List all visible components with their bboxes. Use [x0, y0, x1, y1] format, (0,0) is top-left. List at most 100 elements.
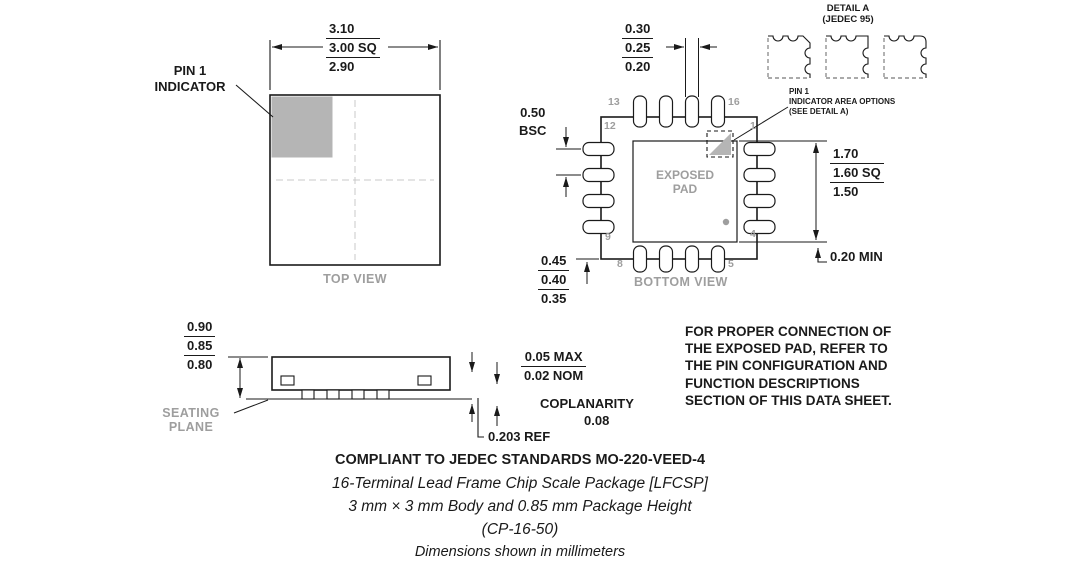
- top-view-drawing: [235, 40, 441, 266]
- dim-terminal-width-max: 0.30: [625, 21, 651, 36]
- dim-standoff-nom: 0.02 NOM: [521, 366, 587, 385]
- exposed-pad-note-line5: SECTION OF THIS DATA SHEET.: [685, 392, 892, 408]
- exposed-pad-note-line3: THE PIN CONFIGURATION AND: [685, 358, 888, 374]
- dim-exposed-pad-max: 1.70: [833, 146, 859, 161]
- exposed-pad-outline: [632, 140, 738, 243]
- dim-height-lines: [228, 356, 268, 398]
- pin-number-5: 5: [728, 258, 734, 270]
- dim-body-lines: [269, 40, 441, 90]
- pin1-area-note-line2: INDICATOR AREA OPTIONS: [789, 97, 896, 106]
- exposed-pad-label-line1: EXPOSED: [655, 168, 715, 182]
- exposed-pad-note-line4: FUNCTION DESCRIPTIONS: [685, 375, 860, 391]
- dim-terminal-width-nom: 0.25: [622, 38, 654, 57]
- pin1-indicator-leader: [235, 84, 274, 118]
- pin1-chamfer-triangle: [709, 133, 731, 155]
- detail-corner-option-3: [884, 35, 927, 78]
- dim-terminal-length-lines: [576, 258, 599, 284]
- pin1-indicator-label-line1: PIN 1: [173, 63, 207, 78]
- dim-terminal-width-min: 0.20: [622, 57, 654, 76]
- dim-terminal-length-max: 0.45: [541, 253, 567, 268]
- dim-body: 3.10 3.00 SQ 2.90: [326, 20, 380, 76]
- pin-number-8: 8: [617, 258, 623, 270]
- dim-pitch: 0.50 BSC: [516, 104, 549, 140]
- exposed-pad-label-line2: PAD: [672, 182, 698, 197]
- detail-a-title: DETAIL A (JEDEC 95): [800, 3, 896, 25]
- dim-terminal-length-min: 0.35: [538, 289, 570, 308]
- dim-exposed-pad-min: 1.50: [830, 182, 884, 201]
- pin1-area-dashed-box: [706, 130, 734, 158]
- pin1-area-note-line3: (SEE DETAIL A): [789, 107, 849, 116]
- jedec-compliance-text: COMPLIANT TO JEDEC STANDARDS MO-220-VEED…: [334, 452, 706, 468]
- dim-lead-thickness-leader: [477, 398, 484, 438]
- terminal-pads-right: [743, 141, 776, 235]
- seating-plane-label-line1: SEATING: [162, 406, 220, 420]
- pin-number-4: 4: [750, 228, 756, 240]
- dimensions-unit-note: Dimensions shown in millimeters: [414, 544, 626, 560]
- dim-height-nom: 0.85: [184, 336, 216, 355]
- detail-corner-option-1: [768, 35, 811, 78]
- terminal-pads-bottom: [632, 245, 726, 273]
- detail-a-title-line2: (JEDEC 95): [822, 14, 874, 25]
- dim-terminal-width: 0.30 0.25 0.20: [622, 20, 654, 76]
- detail-a-drawing: [767, 35, 927, 79]
- dim-terminal-length-nom: 0.40: [538, 270, 570, 289]
- seating-plane-label: SEATING PLANE: [152, 406, 230, 434]
- dim-pitch-lines: [556, 127, 581, 197]
- footer-block: COMPLIANT TO JEDEC STANDARDS MO-220-VEED…: [140, 452, 900, 565]
- seating-plane-leader: [233, 399, 269, 414]
- dim-standoff-max: 0.05 MAX: [524, 349, 583, 364]
- dim-standoff-lines: [469, 352, 500, 426]
- package-title: 16-Terminal Lead Frame Chip Scale Packag…: [332, 475, 708, 492]
- pin-number-16: 16: [728, 96, 740, 108]
- dim-height-max: 0.90: [187, 319, 213, 334]
- dim-lead-thickness: 0.203 REF: [488, 429, 551, 444]
- pin1-indicator-square: [271, 96, 333, 158]
- exposed-pad-label: EXPOSED PAD: [645, 168, 725, 197]
- dim-exposed-pad: 1.70 1.60 SQ 1.50: [830, 145, 884, 201]
- exposed-pad-note-line2: THE EXPOSED PAD, REFER TO: [685, 341, 888, 357]
- dim-height-min: 0.80: [184, 355, 216, 374]
- detail-corner-option-1-dashed: [767, 38, 810, 79]
- dim-height: 0.90 0.85 0.80: [184, 318, 216, 374]
- dim-pitch-qualifier: BSC: [519, 123, 547, 138]
- package-body-size: 3 mm × 3 mm Body and 0.85 mm Package Hei…: [348, 498, 692, 515]
- pin1-area-leader: [733, 106, 789, 141]
- seating-plane-label-line2: PLANE: [168, 420, 214, 434]
- exposed-pad-note-line1: FOR PROPER CONNECTION OF: [685, 324, 892, 339]
- pin1-area-note: PIN 1 INDICATOR AREA OPTIONS (SEE DETAIL…: [789, 87, 895, 117]
- dim-exposed-pad-lines: [739, 140, 827, 243]
- detail-a-title-line1: DETAIL A: [826, 3, 870, 14]
- side-view-drawing: [228, 352, 500, 438]
- coplanarity-label: COPLANARITY: [540, 396, 634, 411]
- pin1-area-note-line1: PIN 1: [789, 87, 810, 96]
- terminal-pads-left: [582, 141, 615, 235]
- detail-corner-option-2: [826, 35, 869, 78]
- pin-number-1: 1: [750, 120, 756, 132]
- dim-pad-clearance-leader: [815, 248, 827, 263]
- pin-number-9: 9: [605, 231, 611, 243]
- pad-orientation-dot: [722, 218, 730, 226]
- dim-body-min: 2.90: [326, 57, 380, 76]
- dim-terminal-length: 0.45 0.40 0.35: [538, 252, 570, 308]
- exposed-pad-note: FOR PROPER CONNECTION OF THE EXPOSED PAD…: [685, 323, 892, 409]
- dim-pad-clearance: 0.20 MIN: [830, 249, 883, 264]
- top-view-label: TOP VIEW: [323, 272, 387, 286]
- dim-exposed-pad-nom: 1.60 SQ: [830, 163, 884, 182]
- side-view-terminals: [280, 375, 432, 400]
- detail-corner-option-2-dashed: [825, 38, 868, 79]
- pin-number-12: 12: [604, 120, 616, 132]
- dim-terminal-width-lines: [666, 38, 717, 97]
- dim-body-nom: 3.00 SQ: [326, 38, 380, 57]
- dim-pitch-value: 0.50: [520, 105, 546, 120]
- package-code: (CP-16-50): [481, 521, 559, 538]
- dim-body-max: 3.10: [329, 21, 355, 36]
- pin-number-13: 13: [608, 96, 620, 108]
- pin1-indicator-label-line2: INDICATOR: [154, 78, 226, 94]
- coplanarity-value: 0.08: [584, 413, 610, 428]
- dim-standoff: 0.05 MAX 0.02 NOM: [521, 348, 587, 385]
- pin1-indicator-label: PIN 1 INDICATOR: [145, 63, 235, 94]
- bottom-view-label: BOTTOM VIEW: [634, 275, 728, 289]
- bottom-view-drawing: [556, 38, 827, 284]
